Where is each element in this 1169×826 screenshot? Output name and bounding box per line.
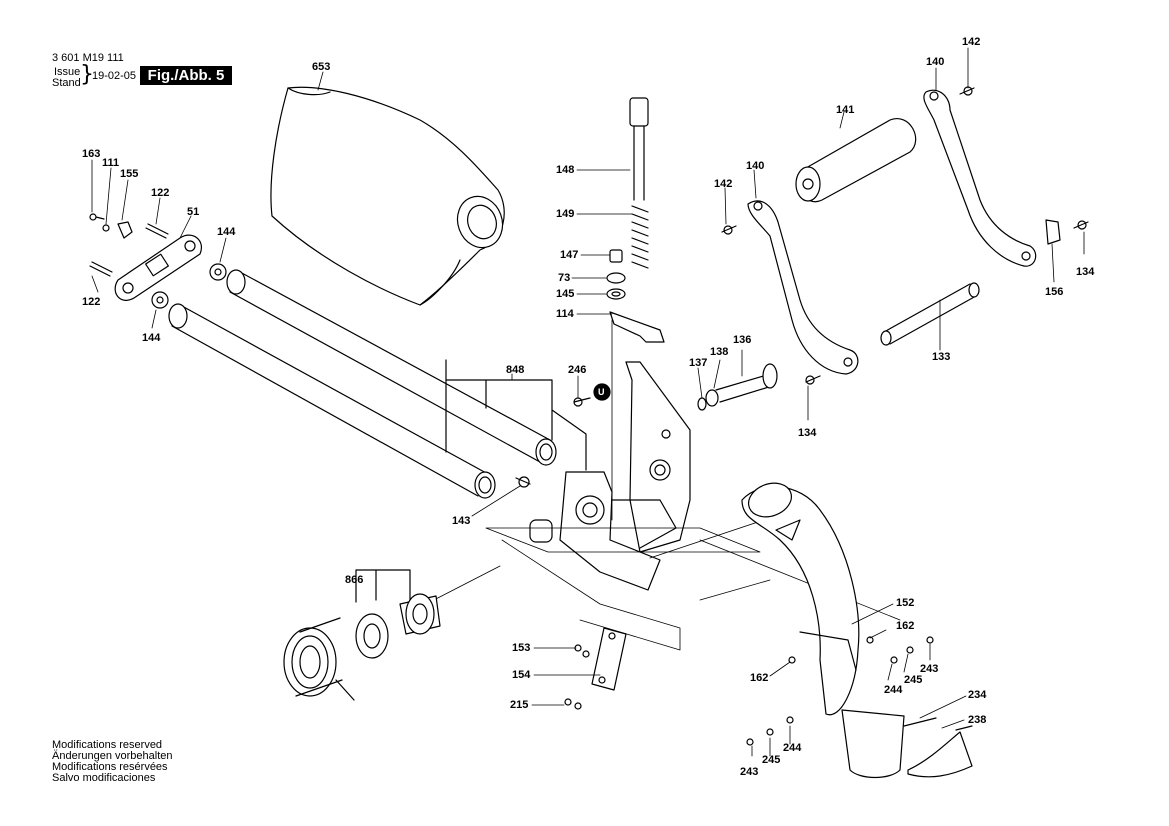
part-label-148: 148 [556, 164, 575, 176]
part-label-245: 245 [762, 754, 781, 766]
marker-u: U [598, 387, 605, 397]
part-label-243: 243 [740, 766, 759, 778]
part-label-156: 156 [1045, 286, 1064, 298]
part-label-133: 133 [932, 351, 951, 363]
issue-label: Issue [54, 66, 81, 78]
main-bracket [515, 361, 691, 591]
brace-glyph: } [80, 62, 94, 87]
part-label-140: 140 [926, 56, 945, 68]
part-label-141: 141 [836, 104, 855, 116]
part-label-51: 51 [187, 206, 200, 218]
doc-number: 3 601 M19 111 [52, 52, 124, 64]
part-label-653: 653 [312, 61, 331, 73]
stand-label: Stand [52, 77, 81, 89]
part-label-142: 142 [962, 36, 981, 48]
part-label-243: 243 [920, 663, 939, 675]
part-label-122: 122 [151, 187, 170, 199]
part-label-163: 163 [82, 148, 101, 160]
part-label-149: 149 [556, 208, 575, 220]
part-label-866: 866 [345, 574, 364, 586]
arm-140-left [747, 200, 859, 375]
part-label-244: 244 [783, 742, 802, 754]
part-label-143: 143 [452, 515, 471, 527]
rod-148-spring-149 [606, 97, 665, 343]
footer-line: Modifications resérvées [52, 761, 168, 773]
guard-234-238 [841, 709, 973, 779]
part-label-162: 162 [750, 672, 769, 684]
handle-141 [795, 118, 917, 203]
part-label-238: 238 [968, 714, 987, 726]
part-label-246: 246 [568, 364, 587, 376]
part-label-234: 234 [968, 689, 987, 701]
part-label-147: 147 [560, 249, 579, 261]
footer-notes: Modifications reserved Änderungen vorbeh… [52, 740, 172, 784]
bracket-848 [445, 359, 587, 471]
spring-assembly-866 [283, 569, 441, 701]
end-plate-51 [89, 213, 227, 309]
footer-line: Änderungen vorbehalten [52, 750, 173, 762]
part-label-114: 114 [556, 308, 574, 320]
part-label-153: 153 [512, 642, 531, 654]
part-label-73: 73 [558, 272, 571, 284]
part-label-142: 142 [714, 178, 733, 190]
part-label-122: 122 [82, 296, 101, 308]
part-label-136: 136 [733, 334, 752, 346]
part-label-155: 155 [120, 168, 139, 180]
small-parts-handle [721, 86, 1089, 385]
part-label-134: 134 [798, 427, 817, 439]
axle-136 [573, 363, 778, 411]
part-label-134: 134 [1076, 266, 1095, 278]
part-label-848: 848 [506, 364, 525, 376]
part-label-144: 144 [217, 226, 236, 238]
part-label-162: 162 [896, 620, 915, 632]
figure-label: Fig./Abb. 5 [140, 66, 232, 85]
part-label-111: 111 [102, 157, 120, 169]
issue-date: 19-02-05 [92, 70, 137, 82]
arm-140-right [923, 89, 1037, 267]
part-label-152: 152 [896, 597, 915, 609]
part-label-144: 144 [142, 332, 161, 344]
part-label-138: 138 [710, 346, 729, 358]
part-label-154: 154 [512, 669, 531, 681]
part-label-244: 244 [884, 684, 903, 696]
tubes [168, 269, 557, 499]
part-label-215: 215 [510, 699, 529, 711]
plate-154 [564, 627, 934, 746]
part-label-245: 245 [904, 674, 923, 686]
leader-lines [91, 47, 1085, 757]
chute-152 [741, 482, 860, 716]
footer-line: Modifications reserved [52, 739, 163, 751]
dust-bag-653 [270, 86, 505, 306]
footer-line: Salvo modificaciones [52, 772, 156, 784]
part-label-145: 145 [556, 288, 575, 300]
part-label-137: 137 [689, 357, 708, 369]
part-label-140: 140 [746, 160, 765, 172]
